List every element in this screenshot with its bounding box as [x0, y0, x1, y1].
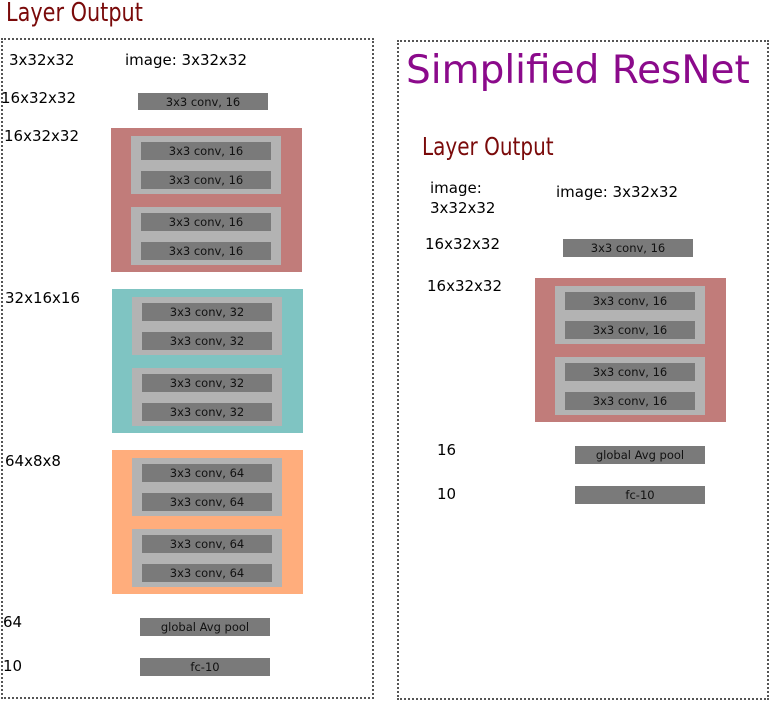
- group2-output-label: 32x16x16: [5, 289, 81, 307]
- conv-layer: 3x3 conv, 32: [142, 332, 272, 350]
- residual-block: 3x3 conv, 16 3x3 conv, 16: [131, 207, 281, 265]
- residual-group-16: 3x3 conv, 16 3x3 conv, 16 3x3 conv, 16 3…: [111, 128, 302, 272]
- residual-block: 3x3 conv, 64 3x3 conv, 64: [132, 529, 282, 587]
- fc-layer: fc-10: [140, 658, 270, 676]
- conv-layer: 3x3 conv, 16: [565, 292, 695, 310]
- image-input-label: image: 3x32x32: [125, 51, 248, 69]
- pool-output-label: 16: [437, 441, 457, 459]
- right-panel: [397, 40, 769, 700]
- conv-layer: 3x3 conv, 32: [142, 374, 272, 392]
- conv-layer: 3x3 conv, 64: [142, 535, 272, 553]
- residual-group-64: 3x3 conv, 64 3x3 conv, 64 3x3 conv, 64 3…: [112, 450, 303, 594]
- conv-layer: 3x3 conv, 16: [565, 392, 695, 410]
- conv-layer: 3x3 conv, 16: [563, 239, 693, 257]
- global-avg-pool-layer: global Avg pool: [140, 618, 270, 636]
- conv-layer: 3x3 conv, 16: [138, 93, 268, 110]
- fc-layer: fc-10: [575, 486, 705, 504]
- right-header: Layer Output: [422, 132, 554, 161]
- residual-block: 3x3 conv, 32 3x3 conv, 32: [132, 368, 282, 426]
- image-output-label-2: 3x32x32: [430, 199, 496, 217]
- global-avg-pool-layer: global Avg pool: [575, 446, 705, 464]
- group1-output-label: 16x32x32: [4, 127, 80, 145]
- image-output-label: 3x32x32: [9, 51, 75, 69]
- group3-output-label: 64x8x8: [5, 452, 61, 470]
- conv-layer: 3x3 conv, 16: [141, 142, 271, 160]
- conv-layer: 3x3 conv, 64: [142, 464, 272, 482]
- conv-layer: 3x3 conv, 16: [565, 363, 695, 381]
- residual-block: 3x3 conv, 16 3x3 conv, 16: [555, 357, 705, 415]
- residual-group-16: 3x3 conv, 16 3x3 conv, 16 3x3 conv, 16 3…: [535, 278, 726, 422]
- conv-layer: 3x3 conv, 32: [142, 303, 272, 321]
- fc-output-label: 10: [437, 485, 457, 503]
- residual-group-32: 3x3 conv, 32 3x3 conv, 32 3x3 conv, 32 3…: [112, 289, 303, 433]
- conv-layer: 3x3 conv, 16: [565, 321, 695, 339]
- group1-output-label: 16x32x32: [427, 277, 503, 295]
- left-panel: [1, 38, 374, 699]
- conv-layer: 3x3 conv, 16: [141, 213, 271, 231]
- conv-output-label: 16x32x32: [1, 89, 77, 107]
- conv-layer: 3x3 conv, 16: [141, 171, 271, 189]
- conv-layer: 3x3 conv, 64: [142, 564, 272, 582]
- image-input-label: image: 3x32x32: [556, 183, 679, 201]
- left-header: Layer Output: [6, 0, 143, 28]
- fc-output-label: 10: [3, 657, 23, 675]
- residual-block: 3x3 conv, 32 3x3 conv, 32: [132, 297, 282, 355]
- conv-output-label: 16x32x32: [425, 235, 501, 253]
- conv-layer: 3x3 conv, 32: [142, 403, 272, 421]
- pool-output-label: 64: [3, 613, 23, 631]
- residual-block: 3x3 conv, 64 3x3 conv, 64: [132, 458, 282, 516]
- image-output-label: image:: [430, 179, 482, 197]
- residual-block: 3x3 conv, 16 3x3 conv, 16: [131, 136, 281, 194]
- diagram-title: Simplified ResNet: [406, 48, 750, 93]
- conv-layer: 3x3 conv, 64: [142, 493, 272, 511]
- conv-layer: 3x3 conv, 16: [141, 242, 271, 260]
- residual-block: 3x3 conv, 16 3x3 conv, 16: [555, 286, 705, 344]
